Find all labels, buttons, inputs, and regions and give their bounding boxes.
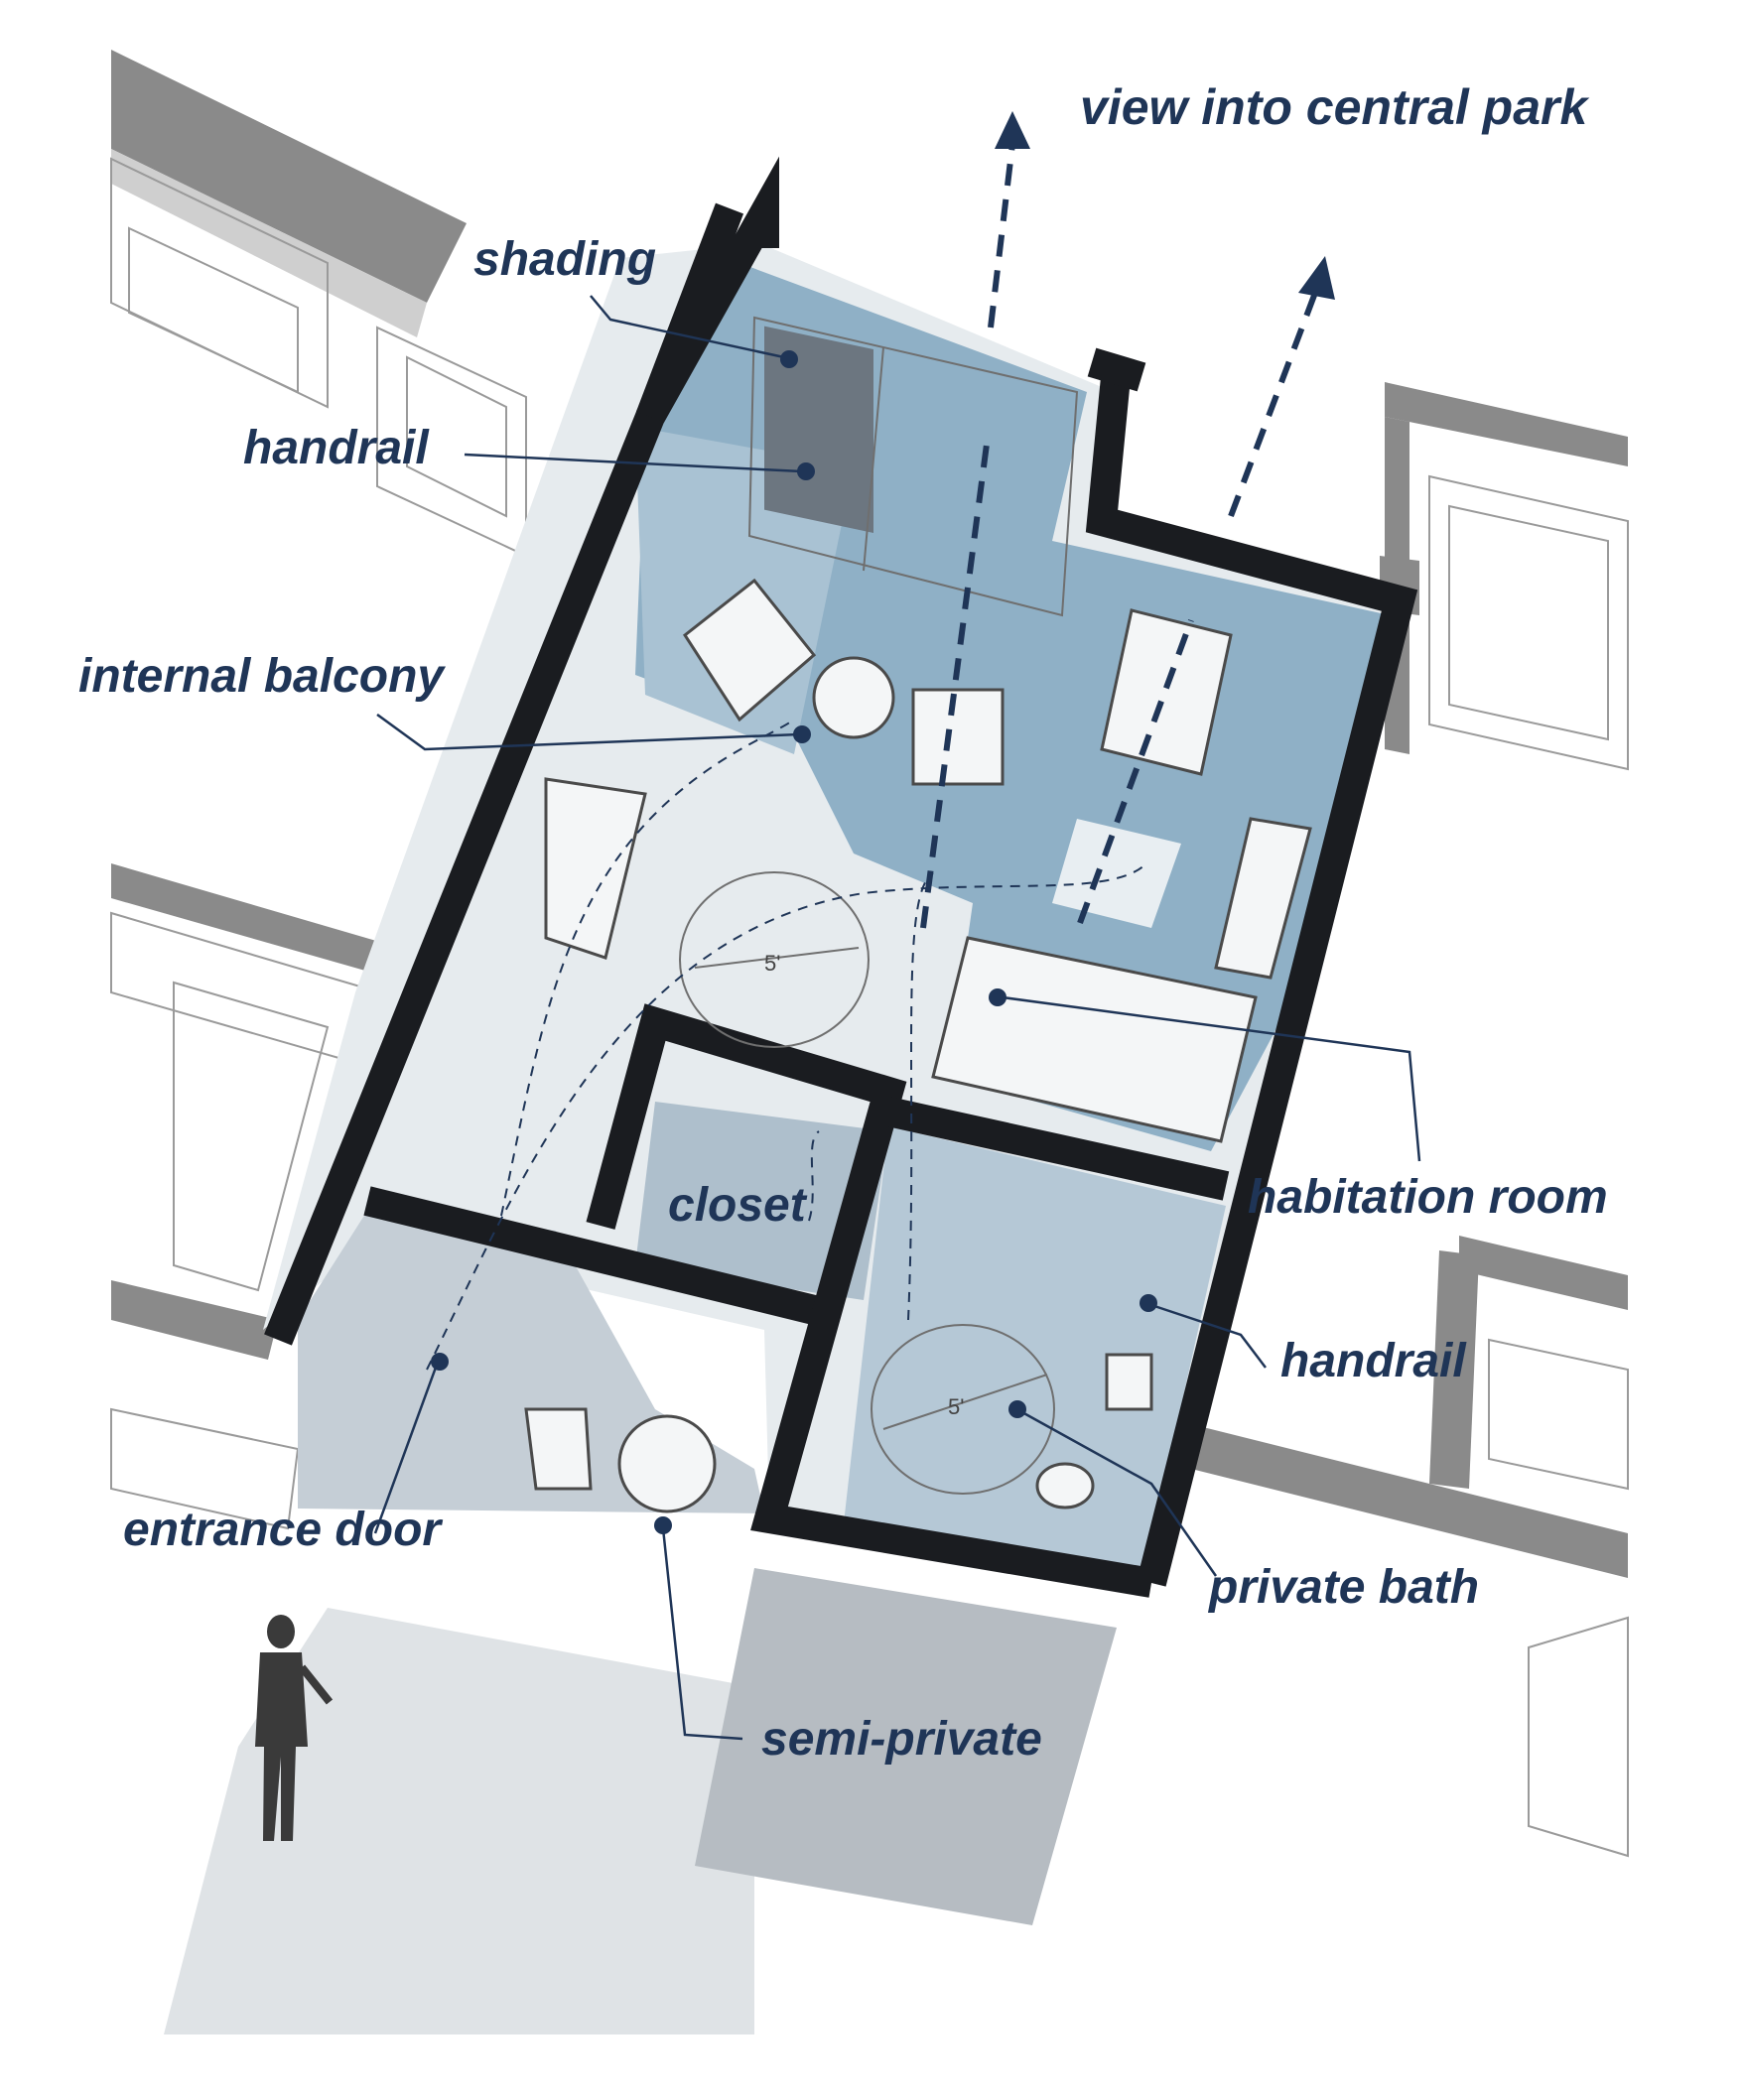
arrow-up-icon <box>1298 256 1335 300</box>
circulation-path <box>426 719 1147 1371</box>
neighbor-unit-top-right <box>1380 382 1629 771</box>
label-closet: closet <box>668 1179 808 1232</box>
labels: view into central park shading handrail … <box>78 79 1608 1766</box>
armchair-left <box>682 578 817 722</box>
turning-circle-bath: 5' <box>871 1324 1055 1495</box>
neighbor-unit-top-left <box>110 50 527 558</box>
person-silhouette-icon <box>255 1615 334 1841</box>
window-frame <box>747 316 1079 617</box>
label-entrance-door: entrance door <box>123 1504 443 1556</box>
label-handrail-top: handrail <box>243 422 430 474</box>
entry-table <box>617 1414 717 1513</box>
entry-chair <box>524 1407 593 1491</box>
walls <box>264 156 1418 1598</box>
bath-toilet <box>1035 1462 1095 1509</box>
label-habitation-room: habitation room <box>1248 1171 1608 1224</box>
view-arrows <box>920 111 1335 929</box>
turning-circle-main-label: 5' <box>764 951 780 976</box>
neighbor-unit-mid-left <box>110 863 417 1530</box>
label-view-into-central-park: view into central park <box>1080 79 1589 135</box>
label-private-bath: private bath <box>1207 1561 1479 1614</box>
leader-lines <box>373 295 1421 1741</box>
rug <box>1052 819 1181 928</box>
label-handrail-bath: handrail <box>1280 1335 1467 1387</box>
bookshelf <box>544 777 647 960</box>
exterior-ground <box>164 1568 1117 2034</box>
turning-circle-main: 5' <box>679 871 870 1048</box>
bed <box>931 936 1258 1143</box>
arrow-up-icon <box>995 111 1030 149</box>
round-table-balcony <box>812 656 895 739</box>
label-shading: shading <box>473 233 656 286</box>
window-right <box>1100 608 1233 776</box>
turning-circle-bath-label: 5' <box>948 1394 964 1419</box>
neighbor-unit-bottom-right <box>1171 1236 1629 1858</box>
desk-right <box>1214 817 1312 980</box>
label-semi-private: semi-private <box>761 1713 1042 1766</box>
bath-sink <box>1105 1353 1153 1411</box>
armchair-right <box>911 688 1005 786</box>
shading-louvre <box>764 326 873 534</box>
label-internal-balcony: internal balcony <box>78 650 446 703</box>
